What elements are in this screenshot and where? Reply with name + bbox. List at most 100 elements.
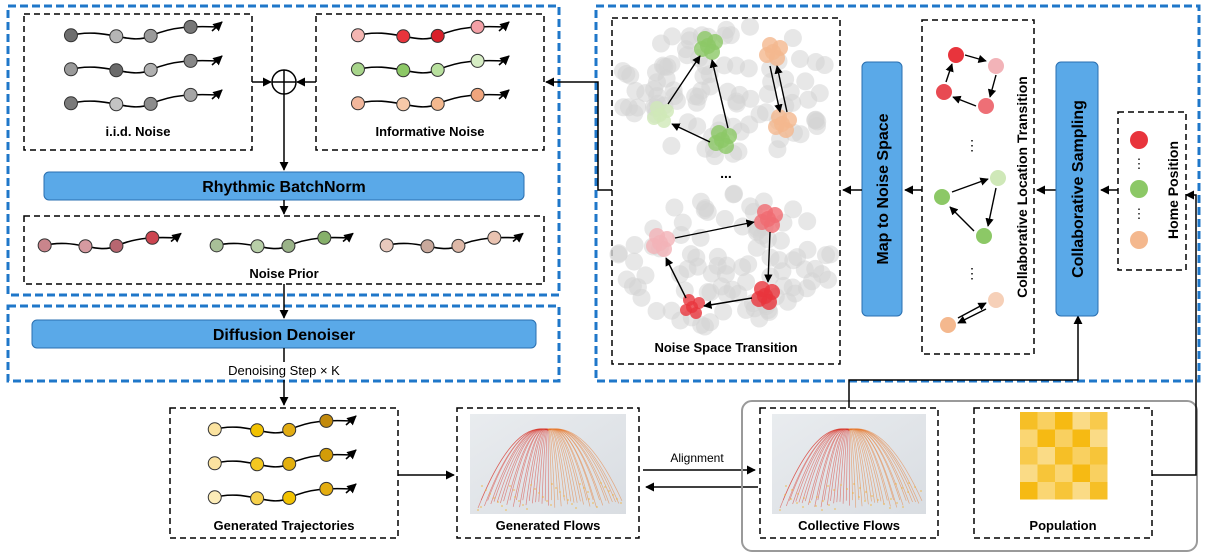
trajectory-node [430, 96, 445, 111]
generated-trajectories-panel: Generated Trajectories [169, 407, 399, 539]
population-heatmap [1020, 412, 1108, 500]
location-node [934, 189, 950, 205]
trajectory-node [282, 456, 297, 471]
noise-sample [626, 81, 645, 100]
trajectory [207, 481, 357, 506]
trajectory-node [319, 481, 334, 496]
location-node [988, 58, 1004, 74]
noise-sample [741, 197, 760, 216]
transition-arrow [764, 231, 773, 283]
population-cell [1020, 429, 1038, 447]
noise-cluster [759, 37, 788, 66]
noise-sample [790, 49, 809, 68]
home-node [1130, 180, 1148, 198]
noise-sample [702, 264, 721, 283]
noise-sample [783, 29, 802, 48]
trajectory [209, 230, 354, 254]
collaborative-sampling-label: Collaborative Sampling [1070, 100, 1087, 278]
transition-arrow [945, 63, 954, 83]
noise-sample [740, 17, 759, 36]
population-cell [1072, 464, 1090, 482]
noise-space-transition-label: Noise Space Transition [654, 340, 797, 355]
trajectory-node [250, 491, 265, 506]
noise-sample [718, 82, 737, 101]
noise-cluster [694, 31, 723, 60]
noise-sample [614, 98, 633, 117]
trajectory-node [282, 422, 297, 437]
trajectory-node [63, 28, 78, 43]
noise-cluster [647, 101, 674, 128]
population-cell [1037, 412, 1055, 430]
noise-sample [717, 20, 736, 39]
noise-sample [771, 231, 790, 250]
noise-sample [729, 142, 748, 161]
noise-sample [796, 72, 815, 91]
informative-noise-panel: Informative Noise [315, 13, 545, 151]
diffusion-denoiser-block: Diffusion Denoiser [31, 319, 537, 349]
trajectory [37, 230, 182, 254]
iid-trajectories [63, 19, 223, 112]
iid-noise-panel: i.i.d. Noise [23, 13, 253, 151]
home-position-panel: ⋮⋮ Home Position [1117, 111, 1187, 271]
noise-sample [625, 252, 644, 271]
trajectory-node [430, 28, 445, 43]
trajectory [63, 19, 223, 44]
collaborative-location-transition-panel: ⋮⋮ Collaborative Location Transition [921, 19, 1035, 355]
trajectory-node [209, 238, 224, 253]
population-cell [1037, 429, 1055, 447]
noise-cluster [680, 294, 705, 319]
noise-sample [705, 147, 724, 166]
collective-flows-panel: Collective Flows [759, 407, 939, 539]
noise-sample [662, 136, 681, 155]
location-node [990, 170, 1006, 186]
trajectory-node [350, 62, 365, 77]
trajectory-node [183, 53, 198, 68]
transition-arrow [951, 177, 989, 193]
vdots-2: ⋮ [965, 265, 979, 281]
rhythmic-batchnorm-label: Rhythmic BatchNorm [202, 179, 366, 196]
transition-arrow [949, 206, 975, 232]
trajectory-node [183, 87, 198, 102]
trajectory-node [207, 490, 222, 505]
flows-to-sampling-arrow [848, 315, 1083, 408]
rhythmic-batchnorm-block: Rhythmic BatchNorm [43, 171, 525, 201]
noise-prior-label: Noise Prior [249, 266, 318, 281]
trajectory-node [143, 96, 158, 111]
noise-sample [645, 80, 664, 99]
noise-cluster [708, 125, 737, 154]
noise-sample [708, 247, 727, 266]
noise-sample [613, 62, 632, 81]
trajectory [63, 87, 223, 112]
add-operator-icon [271, 69, 297, 95]
transition-arrow [665, 257, 687, 299]
trajectory-node [207, 422, 222, 437]
population-cell [1055, 482, 1073, 500]
noise-sample [806, 110, 825, 129]
population-cell [1072, 412, 1090, 430]
collaborative-location-transition-label: Collaborative Location Transition [1014, 76, 1030, 298]
diffusion-denoiser-label: Diffusion Denoiser [213, 327, 355, 344]
trajectory-node [37, 238, 52, 253]
location-node [940, 317, 956, 333]
noise-sample [694, 66, 713, 85]
location-node [988, 292, 1004, 308]
trajectory-node [350, 96, 365, 111]
trajectory [63, 53, 223, 78]
trajectory-node [109, 97, 124, 112]
population-cell [1055, 412, 1073, 430]
trajectory-node [63, 62, 78, 77]
transition-arrow [667, 55, 701, 105]
ellipsis-label: ... [720, 165, 732, 181]
trajectory-node [250, 423, 265, 438]
conditions-group-frame [741, 400, 1198, 552]
noise-space-transition-panel: ... Noise Space Transition [609, 17, 841, 365]
noise-sample [784, 200, 803, 219]
population-cell [1020, 464, 1038, 482]
noise-sample [724, 185, 743, 204]
noise-space-to-informative-arrow [545, 77, 612, 191]
noise-sample [819, 270, 838, 289]
noise-sample [647, 302, 666, 321]
trajectory-node [109, 238, 124, 253]
noise-sample [741, 89, 760, 108]
